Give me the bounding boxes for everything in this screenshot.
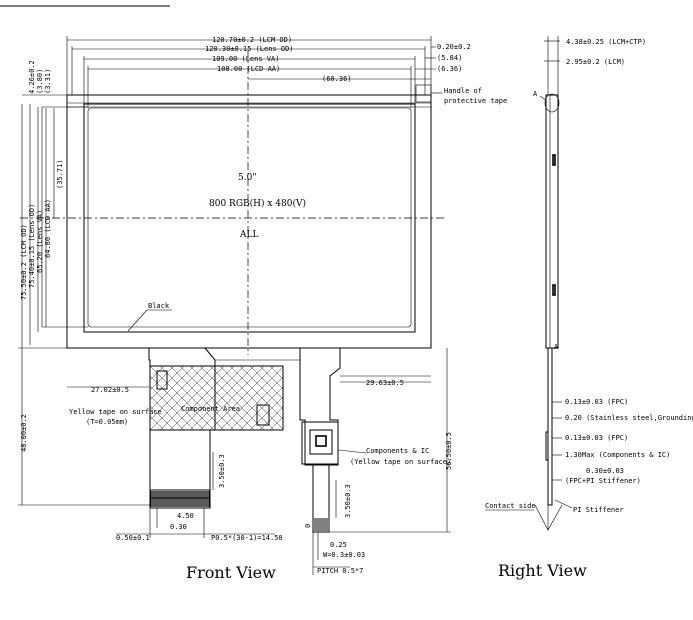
ic-chip-right <box>256 404 270 426</box>
small-a: 4.50 <box>177 512 194 520</box>
dim-stiffener: 3.50±0.3 <box>218 454 226 488</box>
components-leader <box>337 449 367 454</box>
component-area-box <box>149 365 284 431</box>
rv-dim-2: 2.95±0.2 (LCM) <box>566 58 625 66</box>
tail-pitch: PITCH 0.5*7 <box>317 567 363 575</box>
tail-label-0: 0 <box>304 524 312 528</box>
dim-total-height: 48.00±0.2 <box>20 414 28 452</box>
dim-h-lcm-text: 75.50±0.2 (LCM OD) <box>20 224 28 300</box>
panel-outline <box>66 94 432 349</box>
rv-mark-2 <box>552 284 556 296</box>
component-area: Component Area <box>181 405 240 413</box>
rv-stack-leaders <box>552 401 562 481</box>
dim-h-aa-text: 64.80 (LCD AA) <box>44 199 52 258</box>
pitch-left: 0.50±0.1 <box>116 534 150 542</box>
rv-callout-bottom: A <box>554 343 559 351</box>
handle-note-2: protective tape <box>444 97 507 105</box>
dim-lcd-aa-text: 108.00 (LCD AA) <box>217 65 280 73</box>
dim-tail-len: 3.50±0.3 <box>344 484 352 518</box>
rv-ic <box>545 431 548 461</box>
left-offset-1: 4.26±0.2 <box>28 60 36 94</box>
dim-lens-od-text: 120.30±0.15 (Lens OD) <box>205 45 294 53</box>
dim-lens-va-text: 109.00 (Lens VA) <box>212 55 279 63</box>
dim-left-fpc: 27.02±0.5 <box>91 386 129 394</box>
rv-stack-1: 0.13±0.03 (FPC) <box>565 398 628 406</box>
dim-fpc-height: 56.50±0.5 <box>445 432 453 470</box>
panel-size: 5.0" <box>238 173 256 183</box>
right-view-label: Right View <box>498 561 587 580</box>
black-leader <box>127 309 148 332</box>
rv-stack-3: 0.13±0.03 (FPC) <box>565 434 628 442</box>
rv-pi-stiffener: PI Stiffener <box>573 506 624 514</box>
small-b: 0.30 <box>170 523 187 531</box>
front-view: 120.70±0.2 (LCM OD) 120.30±0.15 (Lens OD… <box>18 36 507 582</box>
black-label: Black <box>148 302 170 310</box>
rv-fpc <box>547 348 553 506</box>
right-view: 4.38±0.25 (LCM+CTP) 2.95±0.2 (LCM) A A 0… <box>485 36 693 580</box>
yellow-tape: Yellow tape on surface <box>69 408 162 416</box>
right-offset-1: 0.20±0.2 <box>437 43 471 51</box>
right-offset-3: (6.36) <box>437 65 462 73</box>
rv-callout-leader <box>539 95 547 101</box>
rv-stack-5: 0.30±0.03 <box>586 467 624 475</box>
rv-dim-1: 4.38±0.25 (LCM+CTP) <box>566 38 646 46</box>
components-ic: Components & IC <box>366 447 429 455</box>
tail-b: 0.25 <box>330 541 347 549</box>
rv-stack-6: (FPC+PI Stiffener) <box>565 477 641 485</box>
fpc-tail <box>312 465 330 533</box>
dim-lcm-text: 120.70±0.2 (LCM OD) <box>212 36 292 44</box>
rv-pi-leader <box>554 499 573 509</box>
left-offset-3: (3.31) <box>44 69 52 94</box>
aa-label: ALL <box>239 230 258 240</box>
finger-stiffener <box>149 489 211 509</box>
rv-module <box>545 94 559 349</box>
handle-note-1: Handle of <box>444 87 482 95</box>
resolution: 800 RGB(H) x 480(V) <box>209 198 306 209</box>
fpc-outline-right <box>299 348 341 466</box>
tape-handle <box>415 84 432 103</box>
ic-chip-left <box>156 370 168 390</box>
ic-module-inner <box>309 429 333 455</box>
rv-stack-4: 1.30Max (Components & IC) <box>565 451 670 459</box>
ic-module-core <box>315 435 327 447</box>
tail-w: W=0.3±0.03 <box>323 551 365 559</box>
rv-stack-2: 0.20 (Stainless steel,Grounding) <box>565 414 693 422</box>
tape-thickness: (T=0.05mm) <box>86 418 128 426</box>
front-view-label: Front View <box>186 563 276 582</box>
components-ic-note: (Yellow tape on surface) <box>350 458 451 466</box>
dim-h-lens-text: 75.40±0.15 (Lens OD) <box>28 204 36 288</box>
dim-half-text: (60.36) <box>322 75 352 83</box>
rv-callout: A <box>533 90 538 98</box>
component-area-hatch <box>149 365 284 431</box>
rv-contact <box>534 504 563 531</box>
rv-mark-1 <box>552 154 556 166</box>
dim-right-fpc: 29.63±0.5 <box>366 379 404 387</box>
right-offset-2: (5.84) <box>437 54 462 62</box>
left-offset-2: (3.80) <box>36 69 44 94</box>
rv-contact-side: Contact side <box>485 502 536 510</box>
rv-callout-circle <box>544 93 560 113</box>
pitch-main: P0.5*(30-1)=14.50 <box>211 534 283 542</box>
active-area <box>87 107 412 328</box>
contact-fingers <box>149 489 211 509</box>
ic-module <box>301 421 339 465</box>
dim-h-half-text: (35.71) <box>56 159 64 189</box>
dim-h-va-text: 65.20 (Lens VA) <box>36 210 44 273</box>
